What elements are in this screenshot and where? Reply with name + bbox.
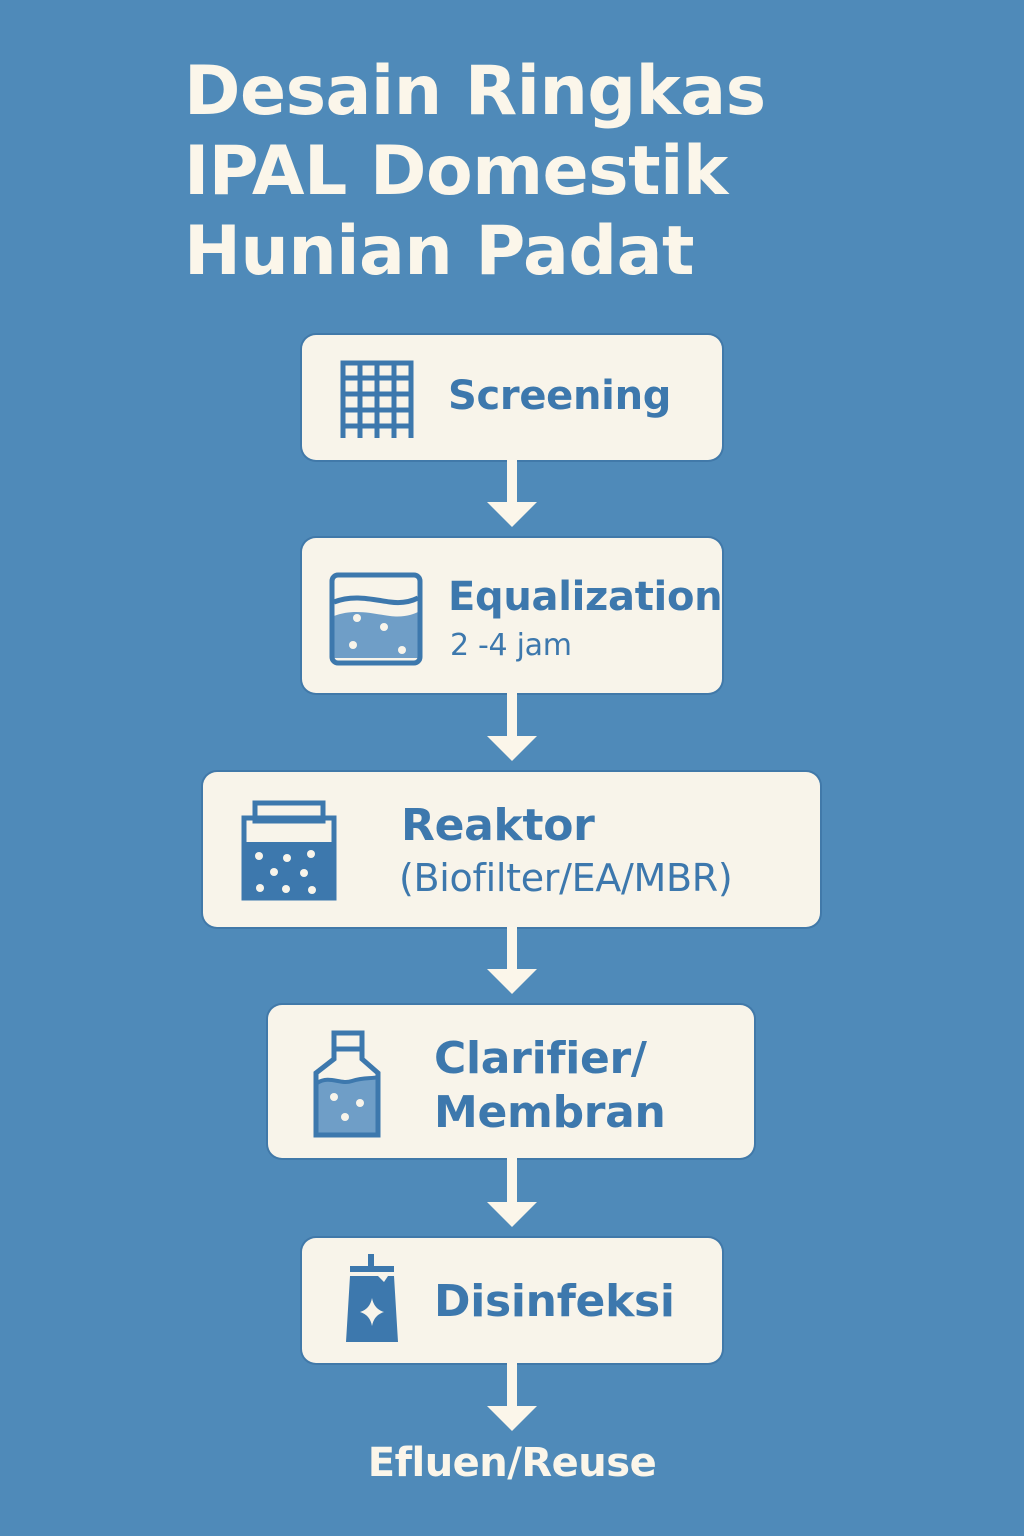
step-sublabel: 2 -4 jam [450, 628, 572, 663]
step-equalization: Equalization 2 -4 jam [302, 538, 723, 693]
step-label: Reaktor [401, 800, 595, 851]
output-label: Efluen/Reuse [367, 1440, 657, 1486]
title-line-2: IPAL Domestik [184, 132, 728, 211]
step-sublabel: Membran [434, 1087, 666, 1138]
step-label: Clarifier/ [434, 1033, 647, 1084]
page-title: Desain Ringkas IPAL Domestik Hunian Pada… [184, 52, 766, 292]
bottle-icon [313, 1030, 381, 1138]
disinfect-container-icon [346, 1254, 398, 1342]
reactor-icon [241, 800, 337, 901]
flow-arrow [487, 460, 537, 527]
title-line-1: Desain Ringkas [184, 52, 766, 131]
flow-arrow [487, 1158, 537, 1227]
step-label: Equalization [448, 574, 723, 620]
step-clarifier: Clarifier/ Membran [268, 1005, 754, 1158]
step-label: Screening [448, 373, 672, 419]
step-label: Disinfeksi [434, 1276, 675, 1327]
flow-arrow [487, 693, 537, 761]
title-line-3: Hunian Padat [184, 212, 694, 291]
flow-arrow [487, 927, 537, 994]
flow-arrow [487, 1363, 537, 1431]
step-disinfeksi: Disinfeksi [302, 1238, 722, 1363]
tank-icon [329, 572, 423, 666]
step-reaktor: Reaktor (Biofilter/EA/MBR) [203, 772, 820, 927]
screen-grid-icon [340, 360, 414, 438]
step-sublabel: (Biofilter/EA/MBR) [399, 856, 733, 900]
step-screening: Screening [302, 335, 722, 460]
